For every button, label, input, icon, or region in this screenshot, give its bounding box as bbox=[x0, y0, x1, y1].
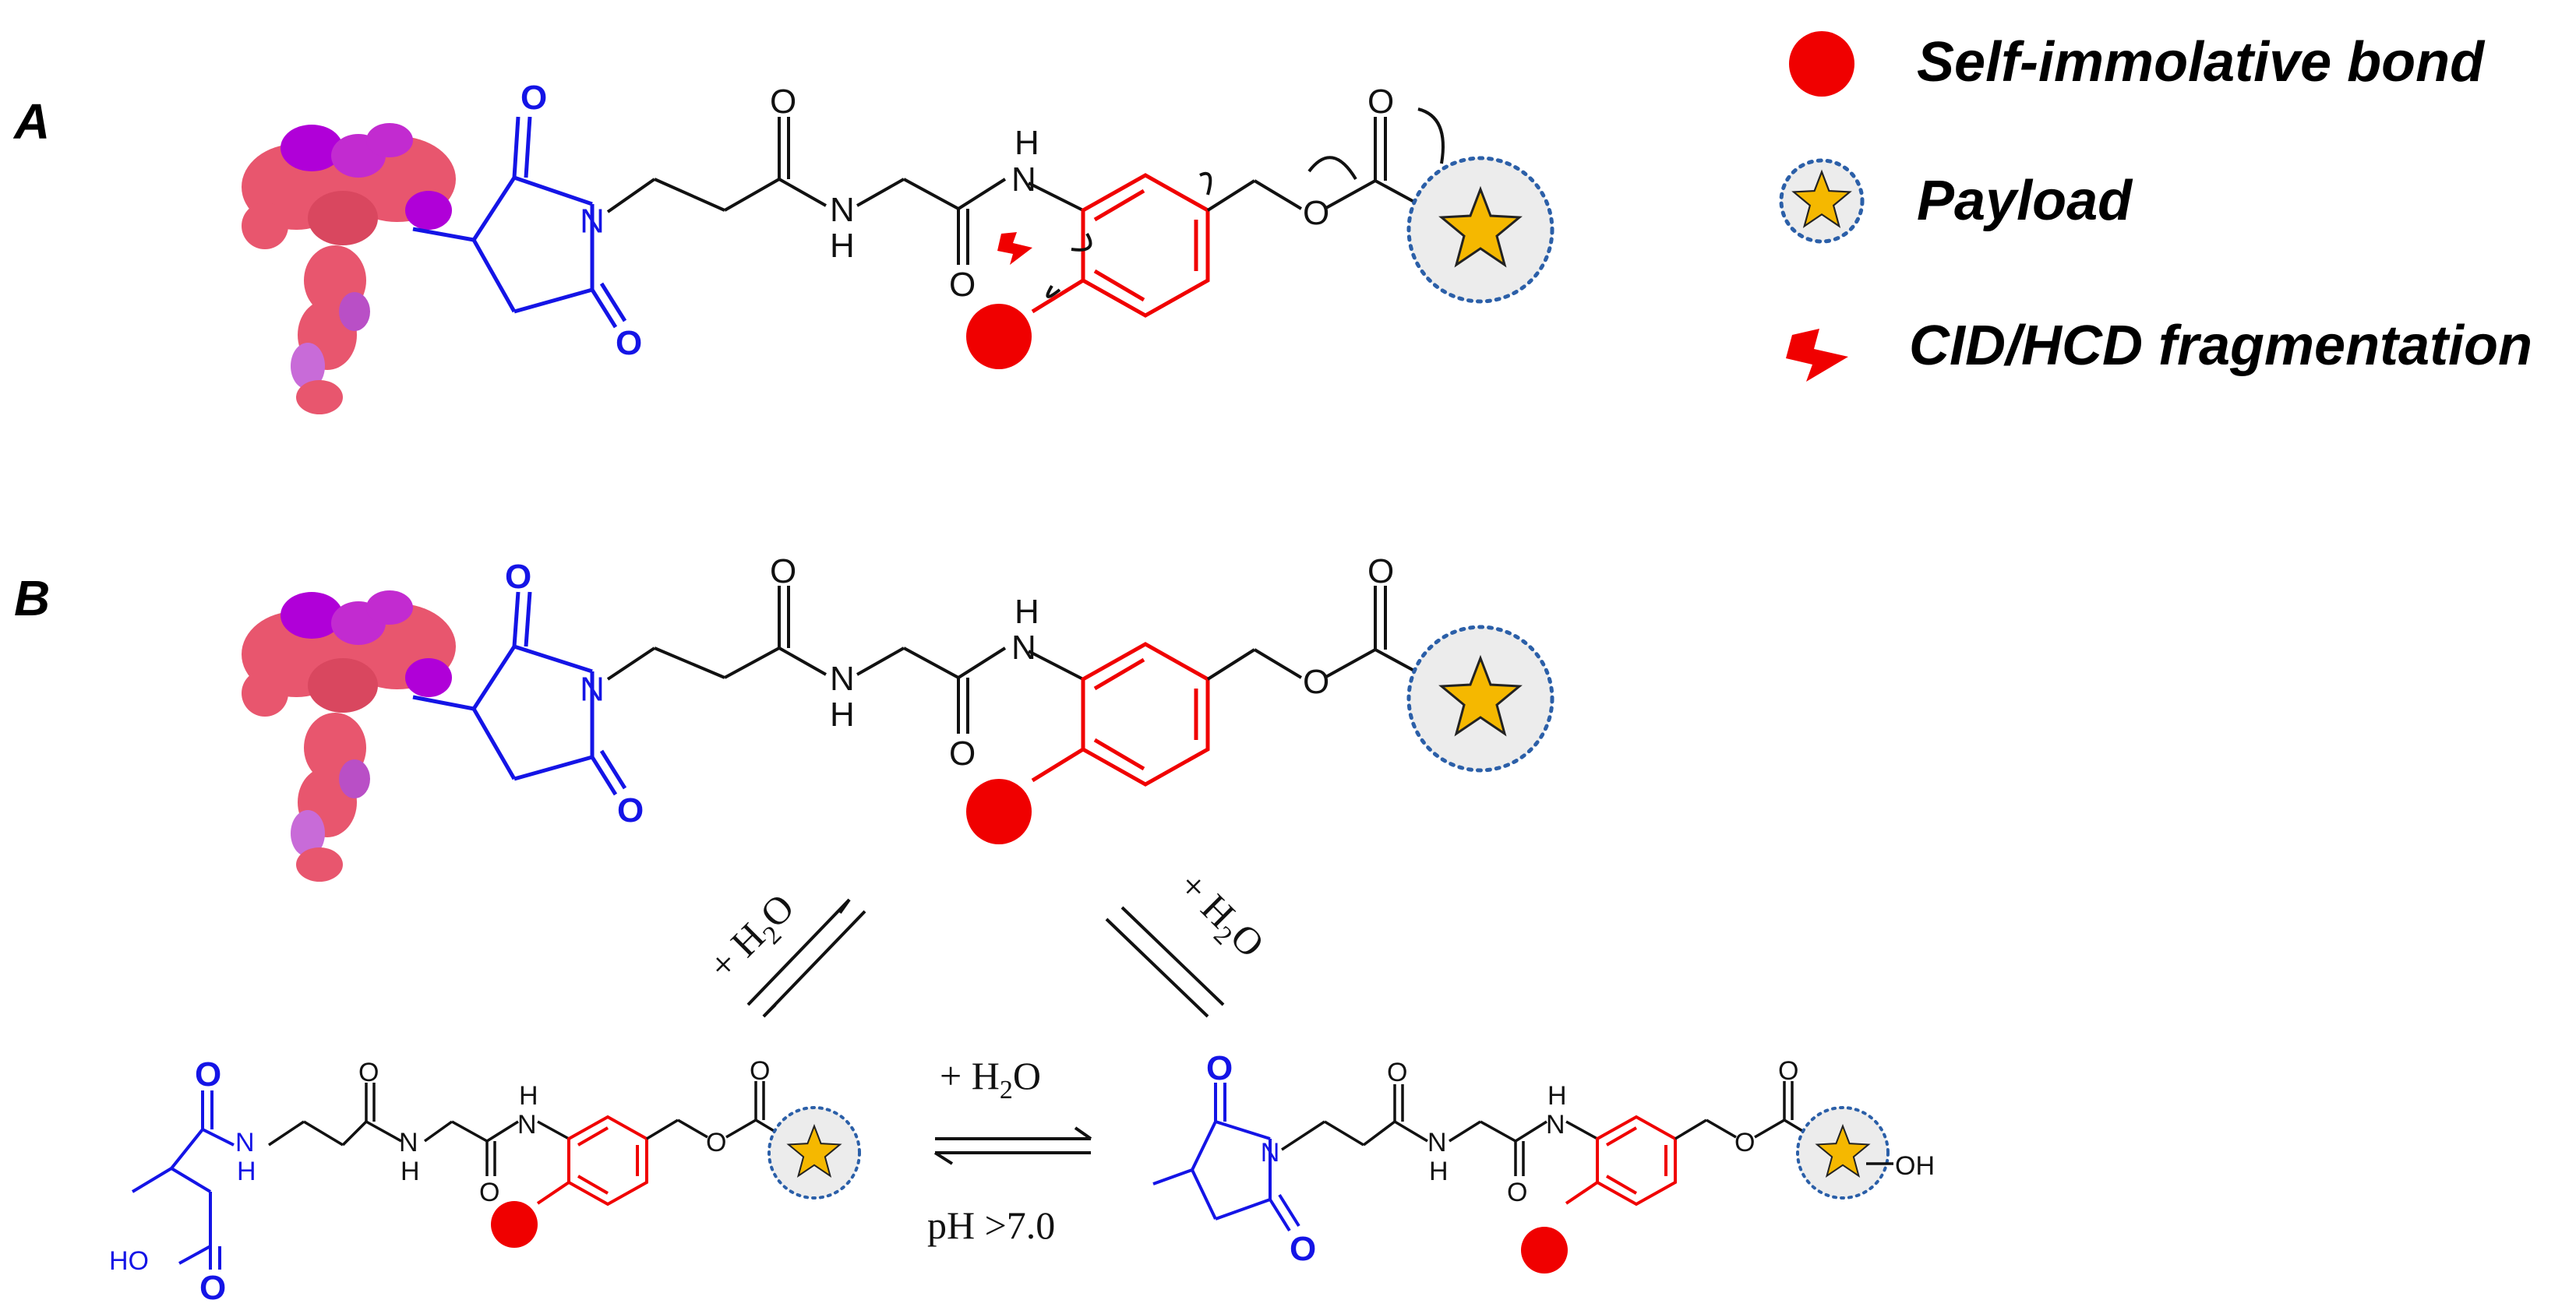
linker-a-o1: O bbox=[770, 83, 796, 121]
ester-b-o: O bbox=[1303, 663, 1329, 701]
product-left-o2: O bbox=[199, 1269, 226, 1307]
product-right-o6: O bbox=[1778, 1056, 1798, 1086]
maleimide-b-o-bottom: O bbox=[617, 791, 644, 830]
ester-b bbox=[1206, 586, 1431, 681]
product-left-o5: O bbox=[706, 1128, 726, 1157]
product-left-o4: O bbox=[479, 1178, 499, 1207]
linker-b-o1: O bbox=[770, 552, 796, 590]
svg-text:+ H2O: + H2O bbox=[1166, 863, 1273, 971]
maleimide-b-o-top: O bbox=[505, 558, 531, 596]
product-right-o5: O bbox=[1734, 1128, 1755, 1157]
linker-b-h1: H bbox=[830, 696, 855, 734]
maleimide-b bbox=[412, 591, 627, 796]
product-right-red-dot bbox=[1521, 1227, 1568, 1273]
legend-payload: Payload bbox=[1917, 170, 2133, 232]
payload-product-left bbox=[768, 1106, 861, 1200]
linker-a-n1: N bbox=[830, 191, 855, 229]
product-left: O N H HO O O N H O N H bbox=[109, 1055, 861, 1307]
legend-payload-icon bbox=[1779, 158, 1865, 244]
linker-a-n2: N bbox=[1011, 160, 1036, 199]
svg-text:+ H2O: + H2O bbox=[700, 885, 807, 992]
ester-b-o-carbonyl: O bbox=[1367, 552, 1394, 590]
water-label-bottom: + H2O bbox=[940, 1054, 1041, 1104]
product-right-h2: H bbox=[1429, 1157, 1449, 1186]
product-left-o3: O bbox=[358, 1058, 379, 1087]
antibody-a bbox=[242, 123, 456, 414]
water-label-left: + H2O bbox=[700, 885, 807, 992]
product-right-o2: O bbox=[1290, 1230, 1316, 1268]
ester-a-o-carbonyl: O bbox=[1367, 83, 1394, 121]
linker-b-n2: N bbox=[1011, 629, 1036, 667]
maleimide-a-o-bottom: O bbox=[616, 324, 642, 362]
linker-b-o2: O bbox=[949, 735, 976, 773]
legend: Self-immolative bond Payload CID/HCD fra… bbox=[1779, 31, 2532, 382]
benzene-ring-a bbox=[1031, 173, 1210, 318]
equilibrium-bottom bbox=[933, 1126, 1092, 1165]
maleimide-a-n: N bbox=[580, 203, 605, 241]
product-left-n2: N bbox=[399, 1128, 418, 1157]
product-right: O N O O N H O N H bbox=[1152, 1049, 1935, 1273]
linker-b-n1: N bbox=[830, 660, 855, 698]
ester-a-o: O bbox=[1303, 194, 1329, 232]
product-left-o1: O bbox=[195, 1055, 221, 1094]
product-left-h2: H bbox=[401, 1157, 420, 1186]
linker-chain-b bbox=[606, 586, 1084, 734]
product-right-n: N bbox=[1261, 1138, 1280, 1168]
product-left-ho: HO bbox=[109, 1246, 149, 1276]
product-left-h: H bbox=[237, 1157, 256, 1186]
maleimide-b-n: N bbox=[580, 671, 605, 709]
self-immolative-dot-b bbox=[966, 779, 1032, 844]
panel-b-label: B bbox=[14, 570, 50, 626]
linker-a-h1: H bbox=[830, 227, 855, 265]
fragmentation-bolt-a bbox=[997, 232, 1032, 265]
maleimide-a bbox=[412, 116, 627, 329]
antibody-b bbox=[242, 590, 456, 882]
legend-fragmentation: CID/HCD fragmentation bbox=[1909, 315, 2532, 377]
maleimide-a-o-top: O bbox=[520, 79, 547, 117]
legend-red-dot bbox=[1789, 31, 1854, 97]
product-right-o1: O bbox=[1206, 1049, 1233, 1087]
product-left-n3: N bbox=[517, 1110, 537, 1140]
product-left-red-dot bbox=[491, 1201, 538, 1248]
linker-b-h2: H bbox=[1015, 593, 1039, 631]
panel-a-label: A bbox=[12, 93, 50, 150]
product-right-oh: OH bbox=[1895, 1151, 1935, 1181]
linker-a-o2: O bbox=[949, 266, 976, 304]
payload-b bbox=[1406, 625, 1554, 773]
electron-arrows-a bbox=[1046, 107, 1445, 298]
ph-condition: pH >7.0 bbox=[927, 1203, 1055, 1247]
linker-a-h2: H bbox=[1015, 124, 1039, 162]
product-right-n3: N bbox=[1546, 1110, 1565, 1140]
equilibrium-right bbox=[1105, 906, 1225, 1018]
payload-a bbox=[1406, 156, 1554, 304]
legend-self-immolative: Self-immolative bond bbox=[1917, 31, 2486, 93]
product-left-h3: H bbox=[519, 1081, 538, 1111]
legend-bolt-icon bbox=[1786, 329, 1848, 382]
linker-chain-a bbox=[606, 117, 1084, 265]
equilibrium-left bbox=[746, 898, 866, 1018]
product-right-h3: H bbox=[1547, 1081, 1567, 1111]
product-right-o3: O bbox=[1387, 1058, 1407, 1087]
product-left-o6: O bbox=[750, 1056, 770, 1086]
product-left-n: N bbox=[235, 1128, 255, 1157]
product-right-o4: O bbox=[1507, 1178, 1527, 1207]
payload-product-right bbox=[1796, 1106, 1890, 1200]
self-immolative-dot-a bbox=[966, 304, 1032, 369]
benzene-ring-b bbox=[1031, 642, 1210, 787]
product-right-n2: N bbox=[1427, 1128, 1447, 1157]
water-label-right: + H2O bbox=[1166, 863, 1273, 971]
